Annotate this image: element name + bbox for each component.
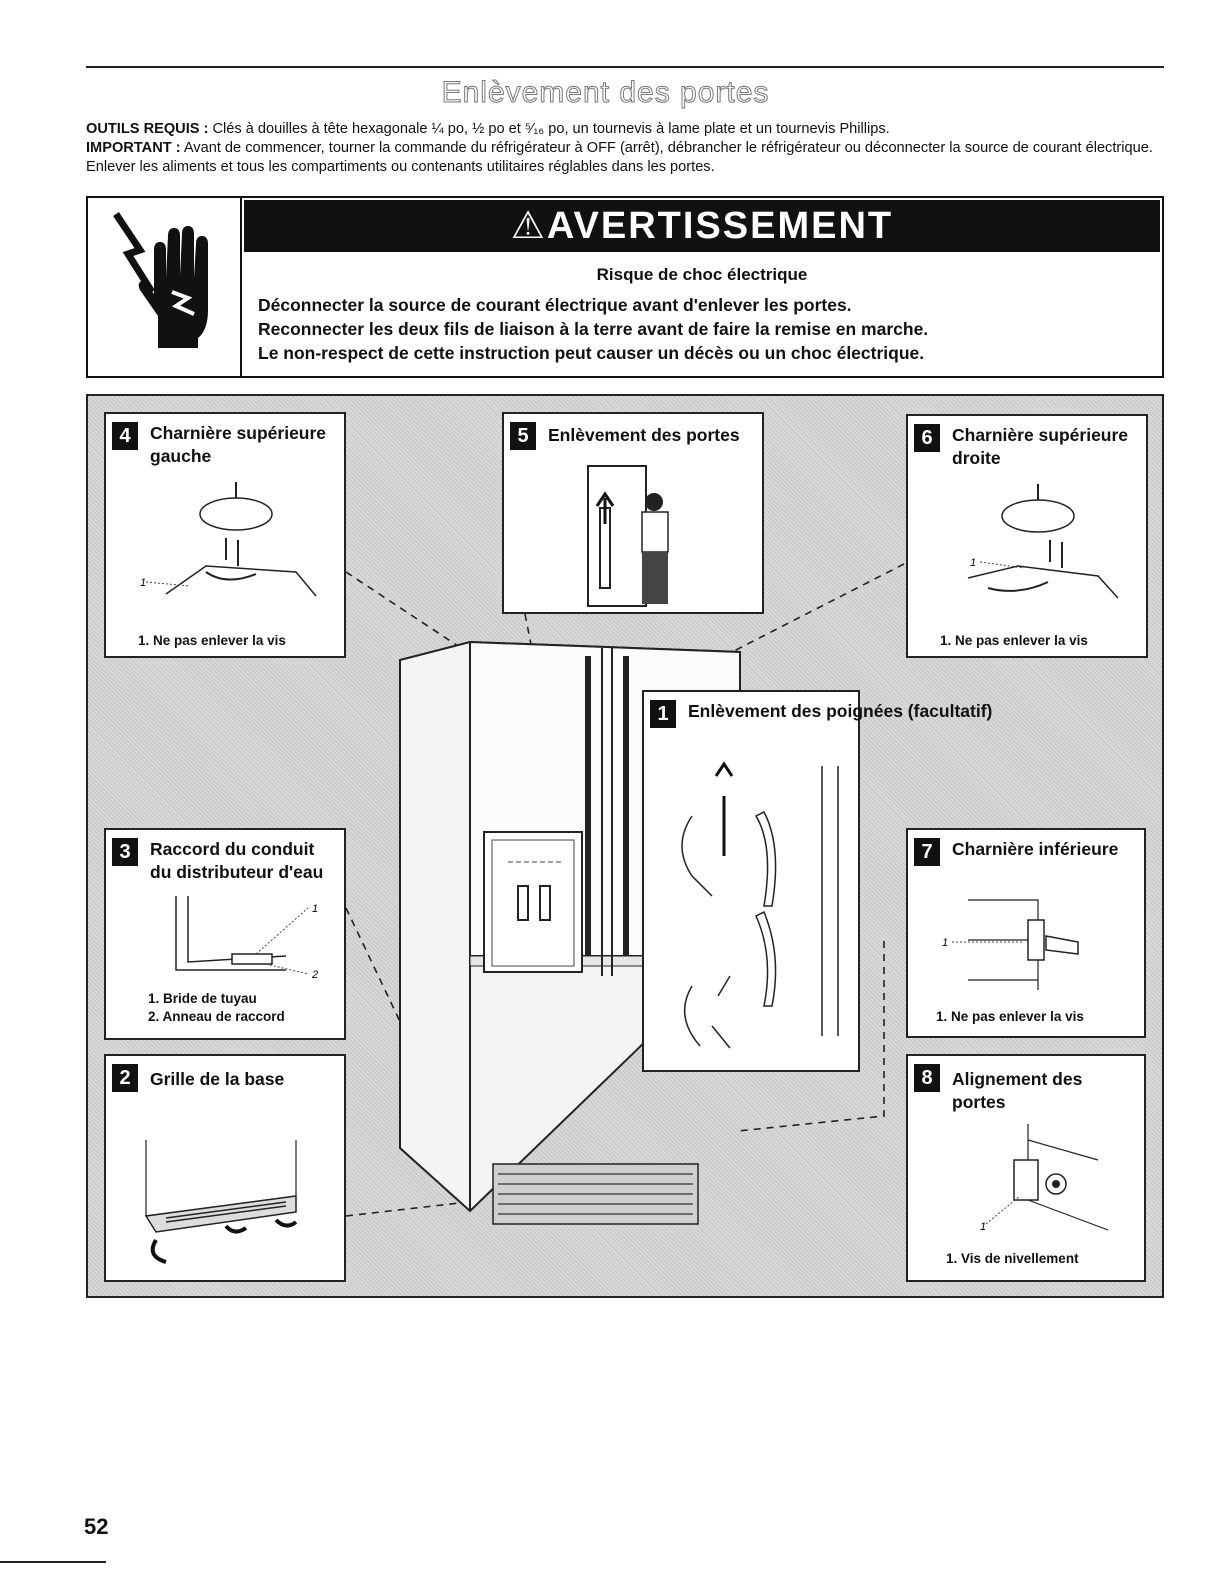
step-6-panel: 6 Charnière supérieure droite 1 1. Ne pa… <box>906 414 1148 658</box>
step-7-callout: 1 <box>942 937 948 949</box>
door-lift-illustration <box>587 465 669 607</box>
step-3-panel: 3 Raccord du conduit du distributeur d'e… <box>104 828 346 1040</box>
step-4-callout: 1 <box>140 577 146 589</box>
warning-lines: Déconnecter la source de courant électri… <box>258 293 1162 365</box>
step-6-title: Charnière supérieure droite <box>952 425 1129 468</box>
door-removal-diagram: 4 Charnière supérieure gauche 1 1. Ne pa… <box>86 394 1164 1298</box>
step-7-title: Charnière inférieure <box>952 839 1119 859</box>
page-number: 52 <box>84 1514 109 1539</box>
step-8-caption: 1. Vis de nivellement <box>946 1251 1079 1266</box>
warning-subtitle: Risque de choc électrique <box>596 265 808 284</box>
step-7-panel: 7 Charnière inférieure 1 1. Ne pas enlev… <box>906 828 1146 1038</box>
water-line-coupling-illustration: 1 2 <box>175 896 318 981</box>
warning-box: ⚠AVERTISSEMENT Risque de choc électrique… <box>86 196 1164 378</box>
bottom-hinge-illustration: 1 <box>942 899 1079 990</box>
step-3-title: Raccord du conduit du distributeur d'eau <box>150 839 324 882</box>
step-7-badge: 7 <box>914 838 940 866</box>
warning-line: Déconnecter la source de courant électri… <box>258 295 852 315</box>
top-rule <box>86 66 1164 68</box>
tools-text: Clés à douilles à tête hexagonale ¼ po, … <box>208 121 890 137</box>
step-1-panel: 1 Enlèvement des poignées (facultatif) <box>642 690 993 1072</box>
step-4-badge: 4 <box>112 422 138 450</box>
step-3-caption-2: 2. Anneau de raccord <box>148 1009 285 1024</box>
tools-paragraph: OUTILS REQUIS : Clés à douilles à tête h… <box>86 120 1164 139</box>
step-8-callout: 1 <box>980 1221 986 1233</box>
warning-line: Reconnecter les deux fils de liaison à l… <box>258 319 929 339</box>
base-grille-illustration <box>144 1140 298 1264</box>
step-8-title: Alignement des portes <box>952 1069 1083 1112</box>
step-3-badge: 3 <box>112 838 138 866</box>
electric-shock-hand-icon <box>88 198 242 376</box>
important-label: IMPORTANT : <box>86 140 181 156</box>
bottom-rule <box>0 1561 106 1563</box>
step-5-title: Enlèvement des portes <box>548 425 740 445</box>
important-text: Avant de commencer, tourner la commande … <box>86 140 1153 175</box>
step-2-badge: 2 <box>112 1064 138 1092</box>
step-5-panel: 5 Enlèvement des portes <box>502 412 764 614</box>
step-2-panel: 2 Grille de la base <box>104 1054 346 1282</box>
step-6-caption: 1. Ne pas enlever la vis <box>940 633 1088 648</box>
door-alignment-illustration: 1 <box>980 1124 1109 1233</box>
step-1-badge: 1 <box>650 700 676 728</box>
step-6-callout: 1 <box>970 557 976 569</box>
step-7-caption: 1. Ne pas enlever la vis <box>936 1009 1084 1024</box>
page-title: Enlèvement des portes <box>441 76 770 110</box>
step-4-title: Charnière supérieure gauche <box>150 423 327 466</box>
top-left-hinge-illustration: 1 <box>140 482 317 597</box>
step-3-callout-2: 2 <box>311 969 318 981</box>
warning-banner: ⚠AVERTISSEMENT <box>244 200 1160 252</box>
tools-label: OUTILS REQUIS : <box>86 121 209 137</box>
intro-text: OUTILS REQUIS : Clés à douilles à tête h… <box>86 120 1164 177</box>
step-3-caption-1: 1. Bride de tuyau <box>148 991 257 1006</box>
step-3-callout-1: 1 <box>312 903 318 915</box>
step-5-badge: 5 <box>510 422 536 450</box>
step-2-title: Grille de la base <box>150 1069 285 1089</box>
top-right-hinge-illustration: 1 <box>967 484 1119 599</box>
handle-removal-illustration <box>681 761 839 1049</box>
step-8-badge: 8 <box>914 1064 940 1092</box>
step-6-badge: 6 <box>914 424 940 452</box>
step-4-panel: 4 Charnière supérieure gauche 1 1. Ne pa… <box>104 412 346 658</box>
warning-line: Le non-respect de cette instruction peut… <box>258 343 925 363</box>
step-1-title: Enlèvement des poignées (facultatif) <box>688 701 993 721</box>
warning-body: ⚠AVERTISSEMENT Risque de choc électrique… <box>242 198 1162 376</box>
step-4-caption: 1. Ne pas enlever la vis <box>138 633 286 648</box>
step-8-panel: 8 Alignement des portes 1 1. Vis de nive… <box>906 1054 1146 1282</box>
important-paragraph: IMPORTANT : Avant de commencer, tourner … <box>86 139 1164 177</box>
